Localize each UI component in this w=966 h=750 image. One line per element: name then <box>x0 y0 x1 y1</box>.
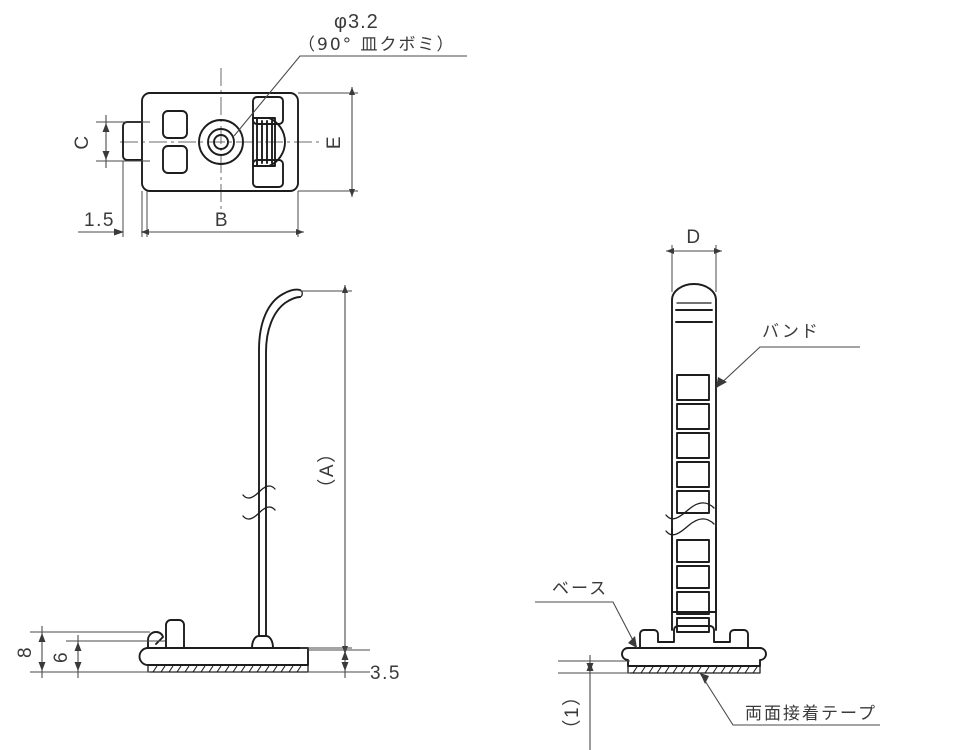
dim-1_5-label: 1.5 <box>84 210 115 231</box>
top-view-base-outline <box>141 92 299 192</box>
side-view-band-tip-outer <box>258 288 301 493</box>
top-view-countersink-notch <box>208 145 222 156</box>
front-view-adhesive-tape <box>627 665 761 674</box>
side-view-break-upper <box>242 485 276 499</box>
dim-1-arrow-bottom <box>586 663 594 672</box>
dim-8-arrow-bottom <box>38 662 46 671</box>
side-view-left-hook <box>147 631 164 649</box>
dim-8-label: 8 <box>15 646 36 658</box>
side-view-band-tip-inner <box>265 296 301 493</box>
top-view-left-tab <box>122 121 143 161</box>
dim-c-label: C <box>72 134 93 149</box>
side-view-adhesive-tape <box>147 664 309 673</box>
dim-c-arrow-top <box>102 123 110 132</box>
dim-3_5-label: 3.5 <box>370 663 401 684</box>
side-view-group: （A） 3.5 8 6 <box>15 285 401 684</box>
tape-label-leader <box>699 672 880 726</box>
front-view-group: D バンド ベース 両面接着テープ （1） <box>535 227 880 750</box>
front-view-rung-l1 <box>676 539 710 563</box>
front-view-rung-u2 <box>676 403 710 430</box>
band-label-leader <box>715 346 860 389</box>
dim-b-label: B <box>215 210 229 231</box>
dim-e-label: E <box>324 135 345 149</box>
tape-label: 両面接着テープ <box>745 704 877 724</box>
side-view-break-lower <box>242 506 276 520</box>
front-view-rung-u3 <box>676 432 710 459</box>
dim-3_5-arrow-bottom <box>341 662 349 671</box>
top-view-countersink-outer <box>198 119 244 165</box>
dim-1-label: （1） <box>561 685 583 738</box>
side-view-band-tip-cap <box>299 289 303 298</box>
front-view-rung-l3 <box>676 591 710 615</box>
dim-8-arrow-top <box>38 633 46 642</box>
front-view-base-plate <box>621 647 767 667</box>
front-view-rung-u1 <box>676 374 710 401</box>
side-view-band-foot <box>251 635 274 649</box>
base-label-leader <box>535 601 638 649</box>
top-view-slot-lower <box>162 145 188 174</box>
dim-6-arrow-top <box>74 642 82 651</box>
base-label-arrow <box>628 636 637 648</box>
band-label: バンド <box>762 322 820 342</box>
side-view-base-body <box>138 647 309 666</box>
dim-6-arrow-bottom <box>74 662 82 671</box>
front-view-rung-u5 <box>676 490 710 514</box>
front-view-rung-l2 <box>676 565 710 589</box>
front-view-band-upper-outline <box>671 283 717 613</box>
dim-1_5-arrow <box>114 228 124 236</box>
front-view-rung-u4 <box>676 461 710 488</box>
front-view-break-lower <box>665 518 715 536</box>
countersink-diameter-label: φ3.2 <box>334 11 379 33</box>
side-view-tape-hatching <box>152 665 302 673</box>
front-view-saddle <box>639 625 749 649</box>
dim-a-label: （A） <box>316 442 338 497</box>
dim-3_5-arrow-top <box>341 651 349 660</box>
front-view-rung-l4 <box>676 617 710 633</box>
dim-d-label: D <box>686 227 701 248</box>
countersink-type-label: （90° 皿クボミ） <box>298 35 456 55</box>
dim-6-label: 6 <box>51 651 72 663</box>
top-view-slot-upper <box>162 110 188 139</box>
side-view-upstand-post <box>165 619 185 649</box>
tape-label-arrow <box>700 673 709 684</box>
top-view-band-head-top-tab <box>252 96 284 125</box>
base-label: ベース <box>552 579 608 599</box>
front-view-break-upper <box>665 502 715 520</box>
band-label-arrow <box>716 377 727 388</box>
dim-c-arrow-bottom <box>102 151 110 160</box>
top-view-band-head-slot <box>256 117 276 167</box>
countersink-note-leader <box>233 55 467 137</box>
front-view-tape-hatching <box>632 666 758 674</box>
top-view-countersink-inner <box>213 134 229 150</box>
top-view-group: φ3.2 （90° 皿クボミ） C 1.5 B E <box>72 11 467 237</box>
top-view-band-head-bottom-tab <box>252 159 284 188</box>
